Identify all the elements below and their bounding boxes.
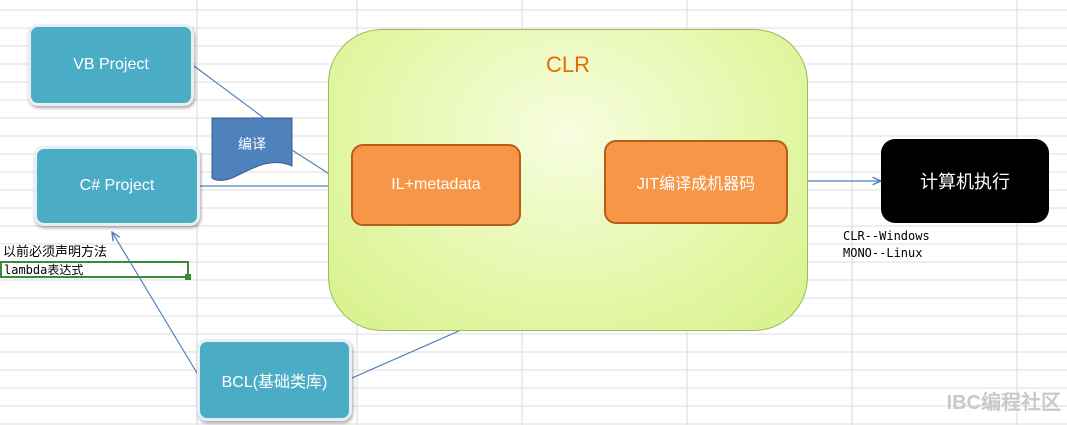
watermark-text: IBC编程社区	[946, 392, 1061, 414]
selected-cell[interactable]	[0, 261, 189, 278]
compile-label: 编译	[238, 136, 266, 152]
cs-project-node: C# Project	[34, 146, 200, 226]
clr-title: CLR	[545, 52, 590, 77]
il-metadata-node: IL+metadata	[351, 144, 521, 226]
fill-handle[interactable]	[185, 274, 191, 280]
note-lambda: lambda表达式	[4, 263, 84, 277]
vb-project-node: VB Project	[28, 24, 194, 106]
bcl-node: BCL(基础类库)	[197, 339, 352, 421]
note-declare-method: 以前必须声明方法	[3, 244, 108, 259]
platform-clr-windows: CLR--Windows	[843, 229, 930, 243]
arrow-bcl-to-cs	[112, 232, 201, 379]
execute-node: 计算机执行	[881, 139, 1049, 223]
compile-document-shape	[211, 117, 293, 181]
connector-vb-to-compile	[193, 65, 265, 119]
jit-node: JIT编译成机器码	[604, 140, 788, 224]
platform-mono-linux: MONO--Linux	[843, 246, 923, 260]
